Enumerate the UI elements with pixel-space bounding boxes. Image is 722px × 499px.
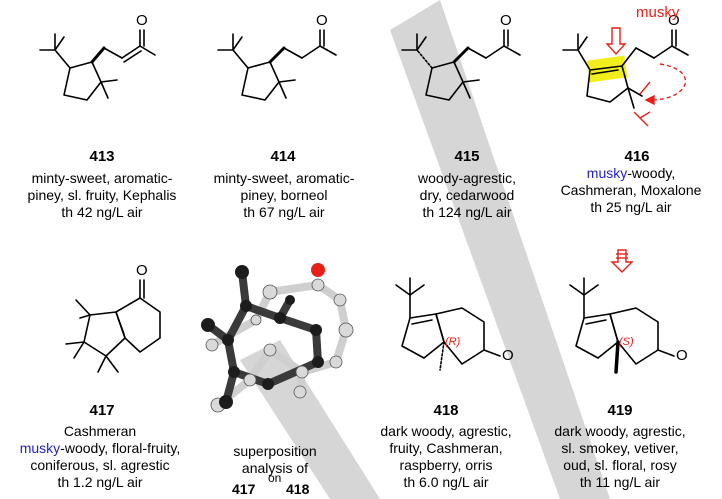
structure-417 bbox=[65, 279, 161, 373]
superposition-compound-b: 418 bbox=[286, 481, 310, 497]
compound-number-415: 415 bbox=[454, 148, 480, 165]
odor-description-417: Cashmeran musky-woody, floral-fruity, co… bbox=[19, 423, 181, 490]
superposition-caption: superposition analysis of bbox=[233, 443, 317, 476]
stereo-s-label: (S) bbox=[619, 336, 634, 348]
superposition-compound-a: 417 bbox=[232, 481, 256, 497]
oxygen-label-413: O bbox=[136, 12, 148, 29]
compound-number-418: 418 bbox=[433, 402, 459, 419]
compound-number-417: 417 bbox=[89, 402, 115, 419]
superposition-model bbox=[201, 263, 354, 413]
oxygen-label-419: O bbox=[676, 347, 688, 364]
superposition-on: on bbox=[268, 471, 282, 485]
structure-416 bbox=[562, 29, 689, 109]
musky-annotation: musky bbox=[636, 4, 680, 21]
odor-description-419: dark woody, agrestic,sl. smokey, vetiver… bbox=[554, 423, 686, 490]
stereo-r-label: (R) bbox=[445, 336, 461, 348]
structure-414 bbox=[217, 29, 337, 101]
oxygen-label-414: O bbox=[316, 12, 328, 29]
oxygen-label-415: O bbox=[500, 12, 512, 29]
compound-number-416: 416 bbox=[624, 148, 650, 165]
compound-number-419: 419 bbox=[607, 402, 633, 419]
compound-number-414: 414 bbox=[270, 148, 296, 165]
compound-number-413: 413 bbox=[89, 148, 115, 165]
structure-413 bbox=[39, 29, 156, 101]
oxygen-label-418: O bbox=[502, 347, 514, 364]
structure-415 bbox=[401, 29, 521, 101]
odor-description-413: minty-sweet, aromatic-piney, sl. fruity,… bbox=[27, 170, 177, 220]
structure-418 bbox=[395, 277, 501, 371]
oxygen-label-416: O bbox=[668, 12, 680, 29]
structure-419 bbox=[569, 277, 675, 374]
odor-description-418: dark woody, agrestic,fruity, Cashmeran,r… bbox=[380, 423, 512, 490]
annotation-416 bbox=[605, 27, 687, 273]
oxygen-label-417: O bbox=[136, 262, 148, 279]
